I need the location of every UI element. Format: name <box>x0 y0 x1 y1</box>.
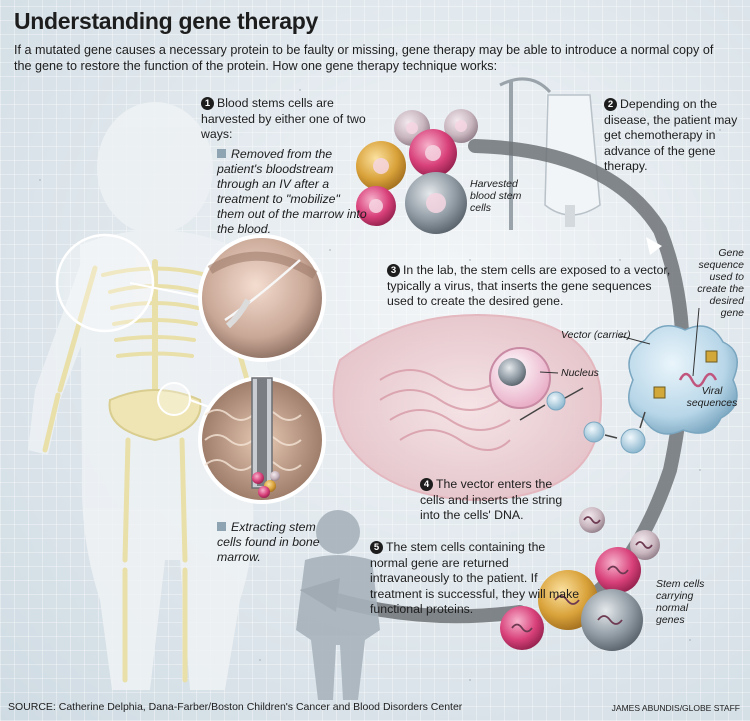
speckles <box>39 89 721 681</box>
intro-text: If a mutated gene causes a necessary pro… <box>14 43 714 73</box>
bullet-square-icon <box>217 149 226 158</box>
label-nucleus: Nucleus <box>561 367 599 379</box>
page-title: Understanding gene therapy <box>14 8 319 34</box>
step-1-text: Blood stems cells are harvested by eithe… <box>201 96 366 141</box>
child-silhouette-small <box>296 510 380 700</box>
shoulder-highlight <box>55 233 155 333</box>
step-5-number: 5 <box>370 541 383 554</box>
hip-highlight <box>157 382 191 416</box>
label-viral: Viral sequences <box>686 385 738 409</box>
step-4-number: 4 <box>420 478 433 491</box>
vector-carrier <box>628 325 738 435</box>
returning-cells <box>500 507 660 651</box>
step-2-text: Depending on the disease, the patient ma… <box>604 97 738 173</box>
method-iv: Removed from the patient's bloodstream t… <box>217 147 367 237</box>
step-3-text: In the lab, the stem cells are exposed t… <box>387 263 671 308</box>
bullet-square-icon <box>217 522 226 531</box>
footer-source: SOURCE: Catherine Delphia, Dana-Farber/B… <box>8 701 463 713</box>
marrow-closeup <box>198 376 326 504</box>
step-3-number: 3 <box>387 264 400 277</box>
label-gene-sequence: Gene sequence used to create the desired… <box>697 247 744 319</box>
step-1-number: 1 <box>201 97 214 110</box>
label-stem-normal: Stem cells carrying normal genes <box>656 578 705 626</box>
target-cell <box>332 314 603 502</box>
method-marrow-text: Extracting stem cells found in bone marr… <box>217 520 320 564</box>
small-vectors <box>546 391 646 454</box>
method-iv-text: Removed from the patient's bloodstream t… <box>217 147 367 236</box>
harvested-cells <box>356 109 478 234</box>
label-harvested: Harvested blood stem cells <box>470 178 522 214</box>
method-marrow: Extracting stem cells found in bone marr… <box>217 520 327 565</box>
footer-credit: JAMES ABUNDIS/GLOBE STAFF <box>611 703 740 713</box>
label-vector: Vector (carrier) <box>561 329 631 341</box>
step-5-text: The stem cells containing the normal gen… <box>370 540 580 616</box>
step-4-text: The vector enters the cells and inserts … <box>420 477 563 522</box>
iv-closeup <box>198 234 326 362</box>
step-2-number: 2 <box>604 98 617 111</box>
